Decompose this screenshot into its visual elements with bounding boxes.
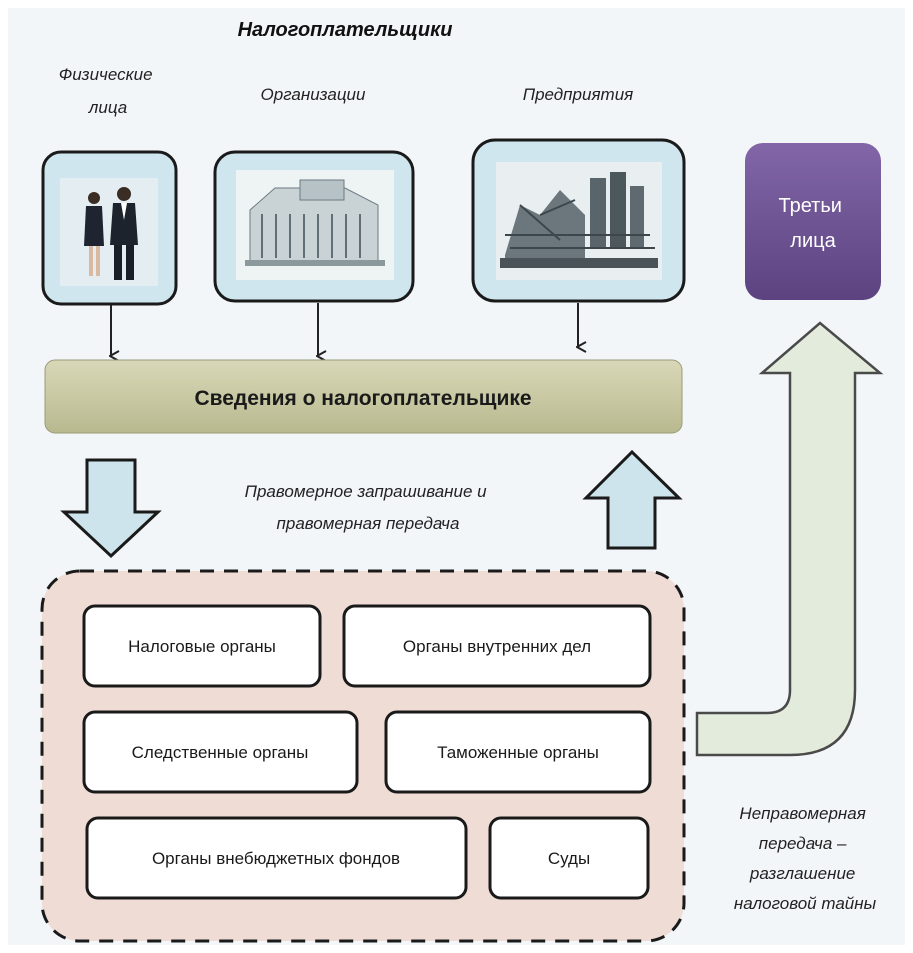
diagram-title: Налогоплательщики — [238, 19, 453, 41]
unlawful-caption: Неправомерная передача – разглашение нал… — [734, 804, 877, 913]
lawful-caption-line2: правомерная передача — [277, 514, 460, 533]
category-label-enterprises: Предприятия — [523, 85, 633, 104]
lawful-transfer-up-arrow — [582, 449, 683, 550]
organ-box-courts: Суды — [488, 816, 650, 900]
people-icon — [60, 178, 158, 286]
unlawful-caption-line4: налоговой тайны — [734, 894, 877, 913]
organ-label-extrabudgetary-funds: Органы внебюджетных фондов — [152, 849, 400, 868]
category-label-organizations: Организации — [261, 85, 366, 104]
category-label-individuals: Физические лица — [59, 65, 158, 117]
organ-box-tax-authorities: Налоговые органы — [82, 604, 322, 688]
third-parties-label: Третьи лица — [779, 195, 848, 252]
organ-box-investigative: Следственные органы — [82, 710, 359, 794]
organ-label-internal-affairs: Органы внутренних дел — [403, 637, 591, 656]
unlawful-caption-line1: Неправомерная — [739, 804, 865, 823]
taxpayer-info-label: Сведения о налогоплательщике — [194, 387, 531, 410]
third-parties-label-line2: лица — [790, 230, 836, 252]
lawful-caption-line1: Правомерное запрашивание и — [245, 482, 487, 501]
organ-label-investigative: Следственные органы — [132, 743, 309, 762]
lawful-caption: Правомерное запрашивание и правомерная п… — [245, 482, 492, 533]
category-label-individuals-line2: лица — [88, 98, 127, 117]
organ-box-extrabudgetary-funds: Органы внебюджетных фондов — [85, 816, 468, 900]
factory-icon — [496, 162, 662, 280]
lawful-request-down-arrow — [60, 458, 162, 559]
organ-box-internal-affairs: Органы внутренних дел — [342, 604, 652, 688]
third-parties-label-line1: Третьи — [779, 195, 842, 217]
category-box-individuals — [41, 150, 178, 306]
unlawful-caption-line2: передача – — [759, 834, 847, 853]
taxpayer-info-bar: Сведения о налогоплательщике — [44, 359, 683, 434]
organ-label-courts: Суды — [548, 849, 590, 868]
unlawful-disclosure-arrow — [695, 321, 884, 757]
category-label-individuals-line1: Физические — [59, 65, 153, 84]
organ-label-tax-authorities: Налоговые органы — [128, 637, 276, 656]
third-parties-box: Третьи лица — [745, 143, 881, 300]
category-box-enterprises — [471, 138, 686, 303]
building-icon — [236, 170, 394, 280]
organ-label-customs: Таможенные органы — [437, 743, 599, 762]
organ-box-customs: Таможенные органы — [384, 710, 652, 794]
category-box-organizations — [213, 150, 415, 303]
unlawful-caption-line3: разглашение — [749, 864, 856, 883]
